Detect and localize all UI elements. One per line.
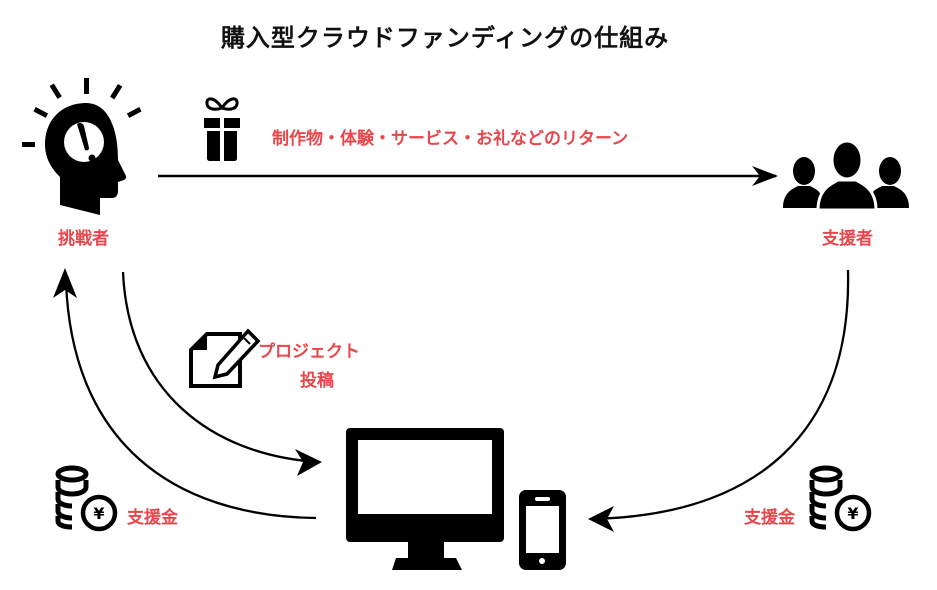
gift-icon: [204, 97, 240, 161]
return-arrow-head: [752, 166, 778, 186]
smartphone-icon: [519, 490, 566, 570]
return-arrow: [158, 166, 778, 186]
return-label: 制作物・体験・サービス・お礼などのリターン: [272, 129, 629, 149]
project-post-arrow-head: [295, 449, 322, 476]
document-pen-icon: [189, 328, 261, 388]
project-post-arrow-line: [121, 271, 319, 464]
funds-to-challenger-label: 支援金: [127, 508, 178, 528]
funds-from-supporters-arrow-head: [588, 506, 614, 532]
project-post-label-line1: プロジェクト: [258, 342, 360, 362]
people-group-icon: [783, 139, 909, 212]
funds-to-challenger-arrow-head: [53, 268, 77, 298]
project-post-arrow: [121, 271, 322, 476]
funds-to-challenger-arrow: [53, 268, 317, 520]
yen-coins-icon-right: ¥: [809, 465, 872, 532]
desktop-monitor-icon: [346, 428, 504, 570]
diagram-title: 購入型クラウドファンディングの仕組み: [0, 18, 900, 53]
funds-from-supporters-label: 支援金: [744, 508, 795, 528]
diagram-title-text: 購入型クラウドファンディングの仕組み: [220, 24, 670, 52]
svg-text:¥: ¥: [847, 504, 858, 523]
project-post-label-line2: 投稿: [300, 371, 334, 391]
svg-text:¥: ¥: [93, 504, 104, 523]
funds-to-challenger-arrow-line: [64, 281, 317, 520]
yen-coins-icon-left: ¥: [55, 465, 118, 532]
challenger-label: 挑戦者: [58, 229, 109, 249]
funds-from-supporters-arrow: [588, 269, 850, 532]
funds-from-supporters-arrow-line: [591, 269, 850, 521]
supporters-label: 支援者: [822, 229, 873, 249]
idea-head-icon: [22, 78, 142, 215]
